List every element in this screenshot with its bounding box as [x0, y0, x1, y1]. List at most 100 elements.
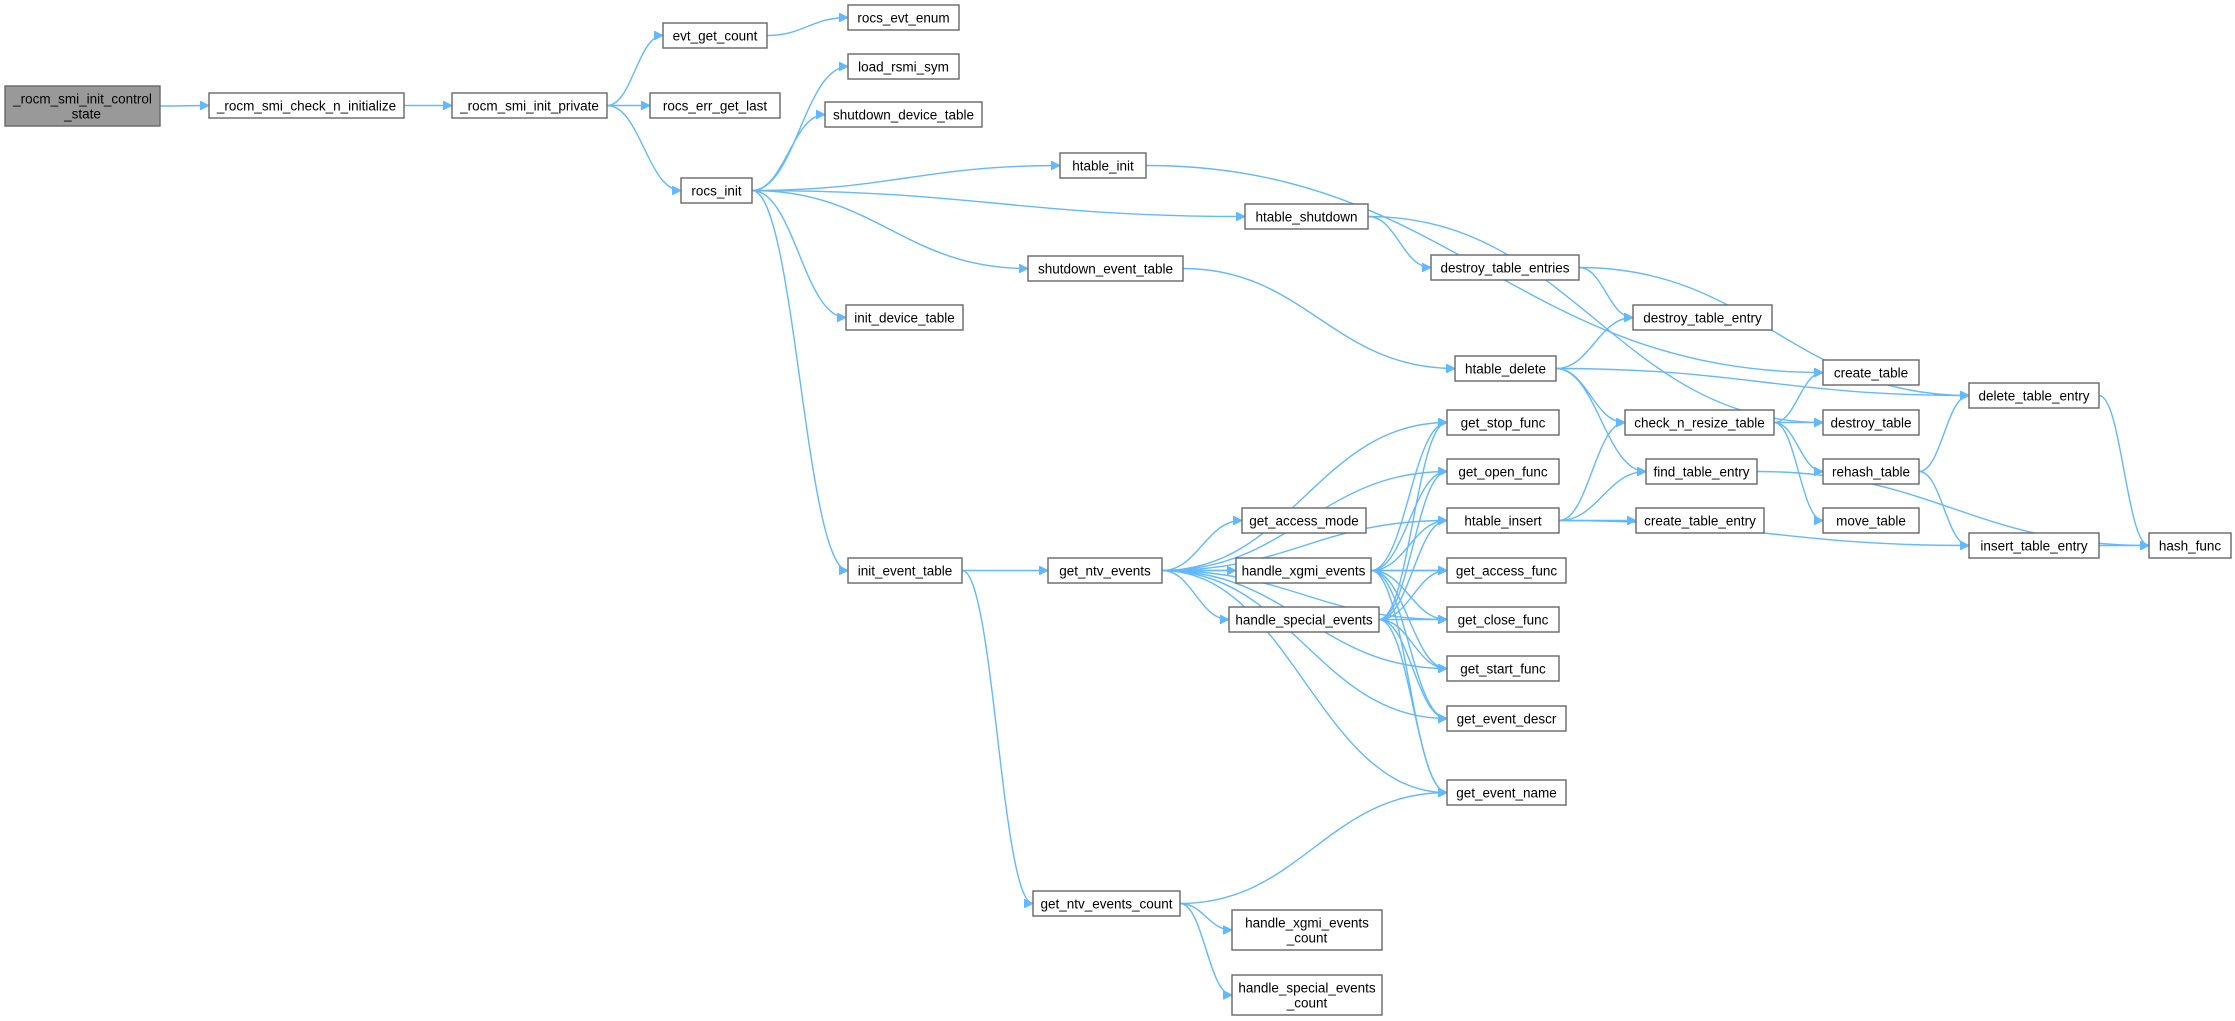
edge-getntv-to-hspecial: [1161, 569, 1230, 620]
node-box: [680, 177, 753, 204]
node-movetable[interactable]: move_table: [1822, 507, 1920, 534]
node-getaccess[interactable]: get_access_func: [1446, 557, 1567, 584]
node-findentry[interactable]: find_table_entry: [1645, 458, 1758, 485]
edge-priv-to-rocsinit: [606, 104, 682, 191]
node-getstart[interactable]: get_start_func: [1446, 655, 1560, 682]
node-label: load_rsmi_sym: [858, 60, 949, 75]
node-getntvcount[interactable]: get_ntv_events_count: [1032, 890, 1181, 917]
node-label: htable_init: [1072, 159, 1134, 174]
edge-htinsert-to-findentry: [1558, 472, 1646, 522]
node-delentry[interactable]: delete_table_entry: [1968, 382, 2100, 409]
node-label: rocs_init: [691, 184, 742, 199]
node-rehash[interactable]: rehash_table: [1822, 458, 1920, 485]
edge-checkresize-to-createtable: [1773, 373, 1824, 424]
node-label: rehash_table: [1832, 465, 1910, 480]
edge-getntv-to-getdescr: [1161, 569, 1447, 719]
node-label: _state: [63, 107, 101, 122]
node-desttable[interactable]: destroy_table: [1822, 409, 1920, 436]
node-priv[interactable]: _rocm_smi_init_private: [451, 92, 608, 119]
node-label: get_ntv_events_count: [1040, 897, 1172, 912]
edge-rocsinit-to-initevt: [751, 189, 849, 571]
node-hxcount[interactable]: handle_xgmi_events_count: [1231, 909, 1383, 951]
edge-shutevt-to-htdelete: [1182, 267, 1455, 369]
edge-htinsert-to-checkresize: [1558, 423, 1626, 522]
node-getstop[interactable]: get_stop_func: [1446, 409, 1560, 436]
node-label: init_event_table: [858, 564, 953, 579]
node-label: get_start_func: [1460, 662, 1546, 677]
edge-htdelete-to-findentry: [1555, 367, 1646, 472]
node-box: [1446, 458, 1560, 485]
node-htinsert[interactable]: htable_insert: [1446, 507, 1560, 534]
node-label: evt_get_count: [673, 29, 758, 44]
node-htdelete[interactable]: htable_delete: [1454, 355, 1557, 382]
node-check[interactable]: _rocm_smi_check_n_initialize: [208, 92, 405, 119]
node-getaccmode[interactable]: get_access_mode: [1241, 507, 1367, 534]
node-label: handle_special_events: [1235, 613, 1373, 628]
node-box: [1822, 409, 1920, 436]
node-getntv[interactable]: get_ntv_events: [1047, 557, 1163, 584]
node-label: destroy_table: [1830, 416, 1911, 431]
node-destentries[interactable]: destroy_table_entries: [1430, 254, 1580, 281]
edge-rocsinit-to-htinit: [751, 166, 1060, 192]
edge-hxgmi-to-getclose: [1370, 569, 1447, 620]
node-label: shutdown_event_table: [1038, 262, 1173, 277]
node-box: [1244, 203, 1369, 230]
node-box: [451, 92, 608, 119]
edge-getntv-to-getname: [1161, 569, 1447, 793]
node-initdev[interactable]: init_device_table: [845, 304, 964, 331]
edge-hxgmi-to-getopen: [1370, 472, 1448, 572]
node-label: check_n_resize_table: [1634, 416, 1765, 431]
node-evtcount[interactable]: evt_get_count: [662, 22, 768, 49]
node-box: [1231, 974, 1383, 1016]
node-evtenum[interactable]: rocs_evt_enum: [847, 4, 960, 31]
edge-hspecial-to-htinsert: [1378, 521, 1448, 621]
node-initevt[interactable]: init_event_table: [847, 557, 963, 584]
node-hspecial[interactable]: handle_special_events: [1228, 606, 1380, 633]
node-destentry[interactable]: destroy_table_entry: [1632, 304, 1773, 331]
node-shutevt[interactable]: shutdown_event_table: [1027, 255, 1184, 282]
node-label: create_table: [1834, 366, 1908, 381]
node-box: [1032, 890, 1181, 917]
node-label: shutdown_device_table: [833, 108, 974, 123]
node-box: [1047, 557, 1163, 584]
node-getdescr[interactable]: get_event_descr: [1446, 705, 1567, 732]
node-hashfunc[interactable]: hash_func: [2148, 532, 2232, 559]
node-box: [2148, 532, 2232, 559]
node-hxgmi[interactable]: handle_xgmi_events: [1235, 557, 1372, 584]
node-insentry[interactable]: insert_table_entry: [1968, 532, 2100, 559]
node-box: [1228, 606, 1380, 633]
node-getclose[interactable]: get_close_func: [1446, 606, 1560, 633]
node-label: htable_shutdown: [1255, 210, 1357, 225]
node-createtable[interactable]: create_table: [1822, 359, 1920, 386]
node-label: _rocm_smi_init_control: [12, 92, 152, 107]
node-box: [1446, 779, 1567, 806]
node-box: [208, 92, 405, 119]
node-errlast[interactable]: rocs_err_get_last: [649, 92, 781, 119]
node-label: _rocm_smi_init_private: [459, 99, 599, 114]
node-getopen[interactable]: get_open_func: [1446, 458, 1560, 485]
node-root[interactable]: _rocm_smi_init_control_state: [4, 85, 161, 127]
node-createentry[interactable]: create_table_entry: [1635, 507, 1765, 534]
node-label: delete_table_entry: [1978, 389, 2089, 404]
node-box: [1645, 458, 1758, 485]
node-box: [1822, 507, 1920, 534]
node-htinit[interactable]: htable_init: [1059, 152, 1147, 179]
node-getname[interactable]: get_event_name: [1446, 779, 1567, 806]
node-hscount[interactable]: handle_special_events_count: [1231, 974, 1383, 1016]
node-label: rocs_evt_enum: [857, 11, 949, 26]
nodes-layer: _rocm_smi_init_control_state _rocm_smi_ch…: [4, 4, 2232, 1016]
edge-evtcount-to-evtenum: [766, 18, 848, 37]
node-label: handle_special_events: [1238, 981, 1376, 996]
node-loadsym[interactable]: load_rsmi_sym: [847, 53, 960, 80]
node-box: [1635, 507, 1765, 534]
node-label: insert_table_entry: [1980, 539, 2088, 554]
node-checkresize[interactable]: check_n_resize_table: [1624, 409, 1775, 436]
node-label: get_event_name: [1456, 786, 1557, 801]
node-shutdev[interactable]: shutdown_device_table: [824, 101, 983, 128]
edge-htdelete-to-delentry: [1555, 367, 1969, 396]
node-box: [1822, 458, 1920, 485]
node-box: [1968, 532, 2100, 559]
node-htshut[interactable]: htable_shutdown: [1244, 203, 1369, 230]
edge-getntvcount-to-getname: [1179, 793, 1447, 905]
node-rocsinit[interactable]: rocs_init: [680, 177, 753, 204]
